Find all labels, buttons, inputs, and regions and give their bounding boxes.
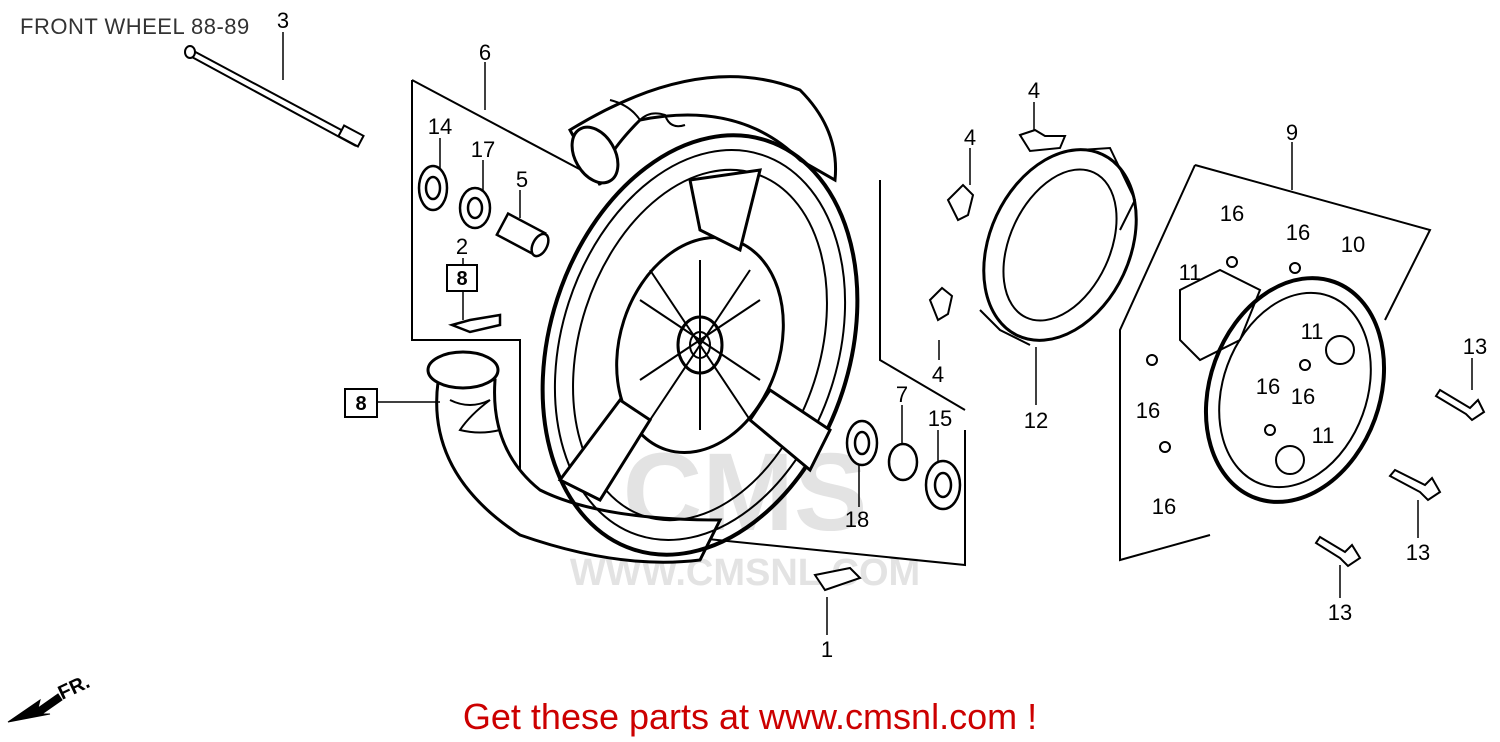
left-hub-parts bbox=[417, 164, 550, 334]
callout-11-c: 11 bbox=[1312, 423, 1335, 448]
brake-panel-outline bbox=[1119, 164, 1432, 562]
callout-8-box-top bbox=[446, 264, 478, 292]
spring-clips-drawing bbox=[928, 128, 1067, 322]
callout-8-top: 8 bbox=[456, 268, 467, 290]
right-hub-parts bbox=[845, 419, 962, 511]
callout-11-b: 11 bbox=[1301, 319, 1324, 344]
callout-16-b: 16 bbox=[1286, 220, 1310, 245]
callout-16-a: 16 bbox=[1220, 201, 1244, 226]
callout-16-c: 16 bbox=[1136, 398, 1160, 423]
callout-17: 17 bbox=[471, 137, 495, 162]
callout-18: 18 bbox=[845, 507, 869, 532]
footer-link-text: Get these parts at www.cmsnl.com ! bbox=[462, 696, 1038, 737]
callout-9: 9 bbox=[1286, 120, 1298, 145]
bolts-drawing bbox=[1314, 388, 1486, 568]
leader-lines bbox=[282, 32, 1473, 635]
callout-8-box-left bbox=[344, 388, 378, 418]
callout-16-f: 16 bbox=[1152, 494, 1176, 519]
wheel-rim-drawing bbox=[540, 133, 860, 557]
callout-10: 10 bbox=[1341, 232, 1365, 257]
callout-11-a: 11 bbox=[1179, 260, 1202, 285]
callout-13-b: 13 bbox=[1406, 540, 1430, 565]
callout-12: 12 bbox=[1024, 408, 1048, 433]
callout-4-mid: 4 bbox=[964, 125, 976, 150]
callout-3: 3 bbox=[277, 8, 289, 33]
callout-8-left: 8 bbox=[355, 393, 366, 415]
callout-5: 5 bbox=[516, 167, 528, 192]
clip-drawing bbox=[813, 566, 862, 592]
axle-drawing bbox=[184, 45, 365, 148]
callout-15: 15 bbox=[928, 406, 952, 431]
callout-13-a: 13 bbox=[1463, 334, 1487, 359]
callout-6: 6 bbox=[479, 40, 491, 65]
brake-panel-drawing bbox=[1146, 256, 1387, 504]
page-title: FRONT WHEEL 88-89 bbox=[20, 14, 250, 39]
callout-16-e: 16 bbox=[1291, 384, 1315, 409]
tire-drawing bbox=[426, 75, 838, 564]
callout-7: 7 bbox=[896, 382, 908, 407]
callout-14: 14 bbox=[428, 114, 452, 139]
callout-4-low: 4 bbox=[932, 362, 944, 387]
callouts: 3 6 14 17 5 2 8 8 4 4 4 7 15 18 1 12 9 1… bbox=[277, 8, 1487, 662]
callout-2: 2 bbox=[456, 234, 468, 259]
hub-assembly-outline bbox=[411, 79, 966, 567]
callout-16-d: 16 bbox=[1256, 374, 1280, 399]
brake-ring-drawing bbox=[979, 146, 1138, 346]
callout-1: 1 bbox=[821, 637, 833, 662]
callout-4-top: 4 bbox=[1028, 78, 1040, 103]
callout-13-c: 13 bbox=[1328, 600, 1352, 625]
